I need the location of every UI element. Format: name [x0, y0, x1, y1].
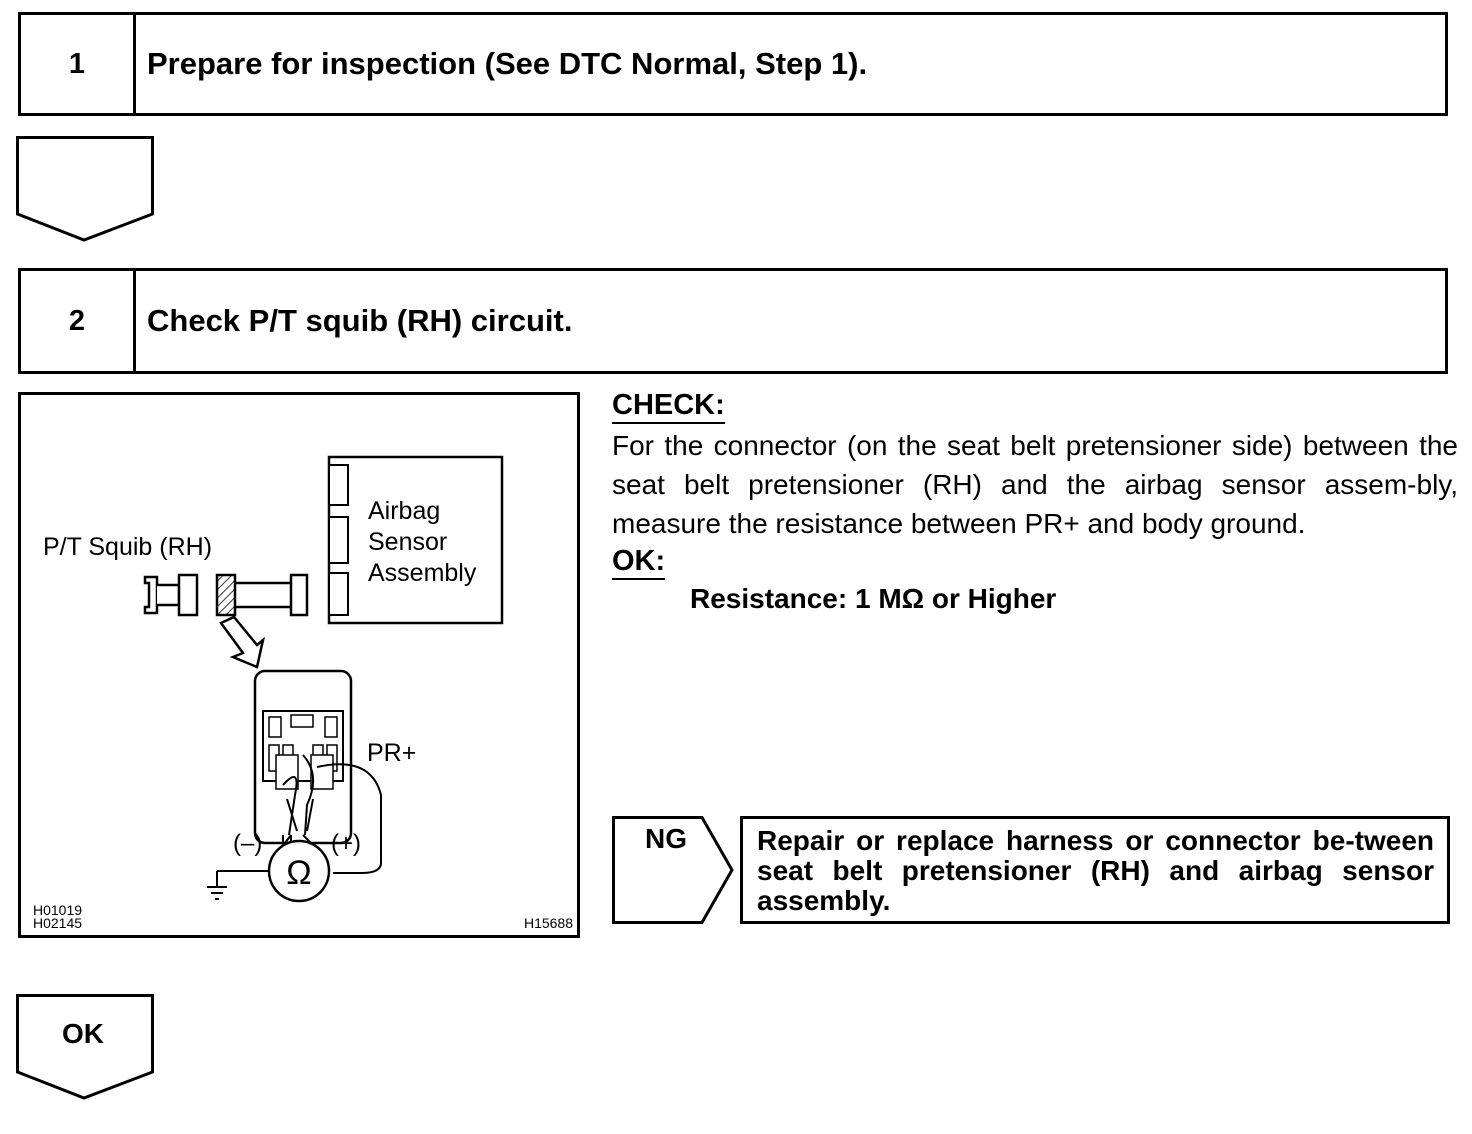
- ng-action-box: Repair or replace harness or connector b…: [740, 816, 1450, 924]
- ok-spec: Resistance: 1 MΩ or Higher: [690, 583, 1057, 614]
- terminal-label: PR+: [367, 739, 416, 767]
- connector-diagram-svg: Airbag Sensor Assembly P/T Squib (RH): [33, 455, 573, 931]
- squib-label: P/T Squib (RH): [43, 533, 212, 561]
- sensor-label-line-2: Sensor: [368, 528, 447, 556]
- ok-label: OK: [62, 1018, 104, 1049]
- squib-connector: [143, 573, 199, 617]
- ohm-symbol: Ω: [286, 854, 311, 892]
- ref-code-left-1: H01019: [33, 902, 82, 918]
- ok-heading: OK:: [612, 544, 666, 580]
- ohmmeter-icon: Ω: [207, 835, 331, 903]
- connector-diagram: Airbag Sensor Assembly P/T Squib (RH): [18, 392, 580, 938]
- step-2-number: 2: [21, 271, 136, 371]
- check-text: For the connector (on the seat belt pret…: [612, 430, 1458, 539]
- minus-label: (–): [233, 830, 262, 857]
- continue-arrow-icon: [16, 136, 154, 242]
- ng-label: NG: [645, 823, 687, 854]
- view-arrow-icon: [219, 615, 266, 669]
- connector-face: [253, 669, 353, 845]
- step-2-box: 2 Check P/T squib (RH) circuit.: [18, 268, 1448, 374]
- ok-arrow-icon: [16, 994, 154, 1100]
- check-heading: CHECK:: [612, 388, 725, 424]
- step-2-title: Check P/T squib (RH) circuit.: [147, 303, 573, 338]
- sensor-label-line-3: Assembly: [368, 559, 477, 587]
- step-1-number: 1: [21, 15, 136, 113]
- step-1-box: 1 Prepare for inspection (See DTC Normal…: [18, 12, 1448, 116]
- ref-code-right: H15688: [524, 915, 573, 931]
- harness-connector: [215, 573, 309, 617]
- ng-arrow-icon: [612, 816, 734, 924]
- step-1-title: Prepare for inspection (See DTC Normal, …: [147, 46, 868, 81]
- ref-code-left-2: H02145: [33, 915, 82, 931]
- sensor-label-line-1: Airbag: [368, 497, 440, 525]
- plus-label: (+): [331, 830, 361, 857]
- airbag-sensor-assembly: Airbag Sensor Assembly: [327, 455, 504, 625]
